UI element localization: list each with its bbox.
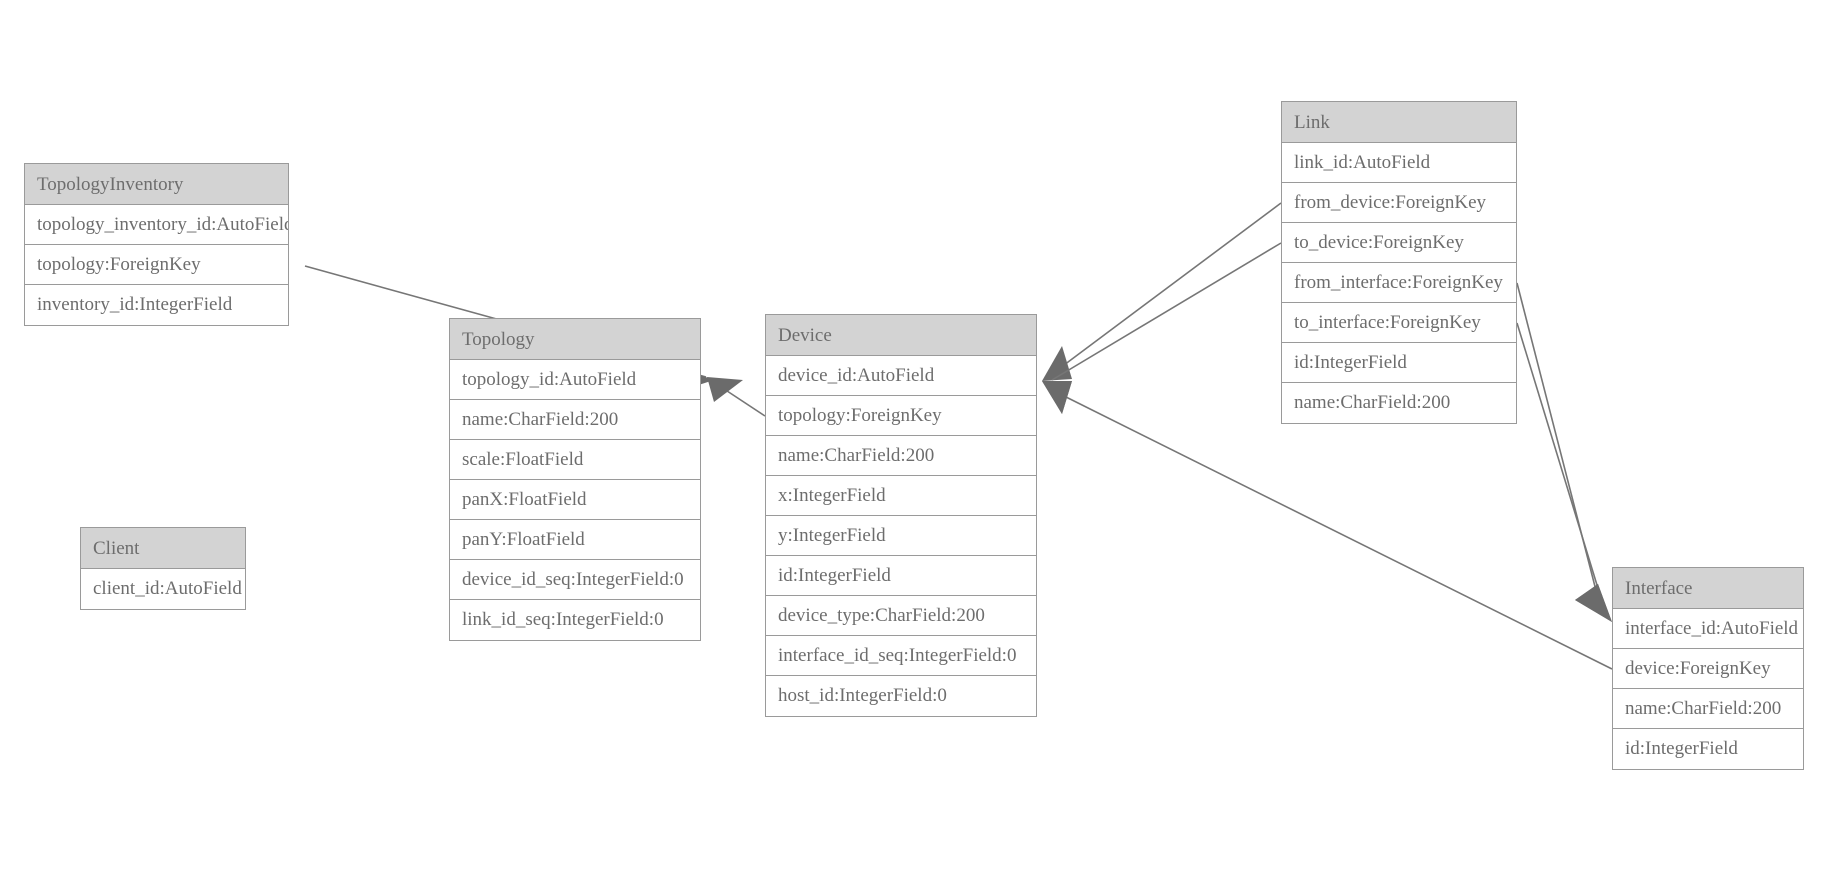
entity-interface[interactable]: Interface interface_id:AutoField device:…: [1612, 567, 1804, 770]
entity-field: from_device:ForeignKey: [1282, 183, 1516, 223]
entity-field: device_type:CharField:200: [766, 596, 1036, 636]
entity-field: id:IntegerField: [1282, 343, 1516, 383]
entity-field: interface_id_seq:IntegerField:0: [766, 636, 1036, 676]
entity-device[interactable]: Device device_id:AutoField topology:Fore…: [765, 314, 1037, 717]
entity-field: interface_id:AutoField: [1613, 609, 1803, 649]
entity-field: y:IntegerField: [766, 516, 1036, 556]
edge-device-topology: [707, 377, 766, 417]
entity-field: topology:ForeignKey: [766, 396, 1036, 436]
entity-field: topology_id:AutoField: [450, 360, 700, 400]
entity-field: scale:FloatField: [450, 440, 700, 480]
edge-link-to-interface: [1516, 322, 1612, 622]
entity-title: Client: [81, 528, 245, 569]
entity-field: topology:ForeignKey: [25, 245, 288, 285]
entity-field: inventory_id:IntegerField: [25, 285, 288, 325]
entity-title: Topology: [450, 319, 700, 360]
entity-client[interactable]: Client client_id:AutoField: [80, 527, 246, 610]
entity-field: client_id:AutoField: [81, 569, 245, 609]
entity-topology[interactable]: Topology topology_id:AutoField name:Char…: [449, 318, 701, 641]
entity-field: id:IntegerField: [1613, 729, 1803, 769]
entity-field: to_device:ForeignKey: [1282, 223, 1516, 263]
entity-field: device:ForeignKey: [1613, 649, 1803, 689]
entity-field: link_id:AutoField: [1282, 143, 1516, 183]
entity-title: Interface: [1613, 568, 1803, 609]
entity-field: link_id_seq:IntegerField:0: [450, 600, 700, 640]
entity-field: device_id_seq:IntegerField:0: [450, 560, 700, 600]
entity-field: name:CharField:200: [766, 436, 1036, 476]
entity-topology-inventory[interactable]: TopologyInventory topology_inventory_id:…: [24, 163, 289, 326]
entity-field: device_id:AutoField: [766, 356, 1036, 396]
edge-link-to-device: [1042, 242, 1282, 414]
entity-field: host_id:IntegerField:0: [766, 676, 1036, 716]
entity-field: x:IntegerField: [766, 476, 1036, 516]
entity-link[interactable]: Link link_id:AutoField from_device:Forei…: [1281, 101, 1517, 424]
entity-title: Device: [766, 315, 1036, 356]
entity-field: name:CharField:200: [450, 400, 700, 440]
entity-field: name:CharField:200: [1613, 689, 1803, 729]
edge-interface-device: [1042, 381, 1613, 670]
entity-title: TopologyInventory: [25, 164, 288, 205]
entity-field: panX:FloatField: [450, 480, 700, 520]
entity-field: name:CharField:200: [1282, 383, 1516, 423]
edge-link-from-interface: [1516, 282, 1612, 622]
entity-field: to_interface:ForeignKey: [1282, 303, 1516, 343]
entity-title: Link: [1282, 102, 1516, 143]
edge-link-from-device: [1042, 202, 1282, 381]
entity-field: id:IntegerField: [766, 556, 1036, 596]
entity-field: panY:FloatField: [450, 520, 700, 560]
entity-field: from_interface:ForeignKey: [1282, 263, 1516, 303]
entity-field: topology_inventory_id:AutoField: [25, 205, 288, 245]
